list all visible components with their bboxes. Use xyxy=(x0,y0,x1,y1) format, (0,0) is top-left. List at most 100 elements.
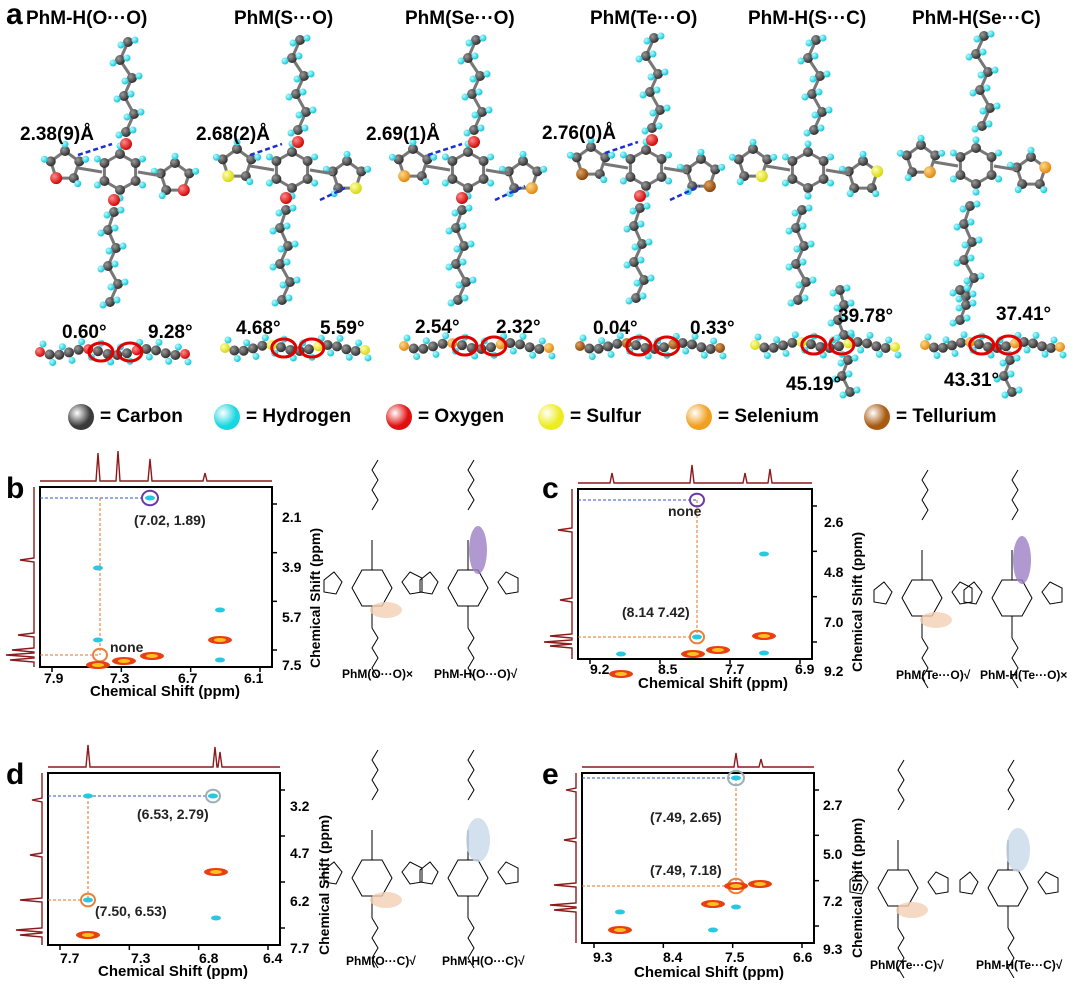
d-struct-1-highlight xyxy=(370,892,402,908)
m1-dn-c3 xyxy=(103,261,113,271)
m4-left-r1 xyxy=(600,152,611,163)
m1-o2 xyxy=(108,194,120,206)
m4-rot-arrow-2 xyxy=(653,335,681,357)
e-xlabel: Chemical Shift (ppm) xyxy=(634,964,785,981)
m3-right-r0 xyxy=(518,156,528,166)
m2-up-c0 xyxy=(293,125,303,135)
m5-s9 xyxy=(834,341,844,352)
c-annot-bottom: (8.14 7.42) xyxy=(622,604,690,620)
e-struct-2-highlight xyxy=(1006,828,1030,872)
m6-right-r0 xyxy=(1026,152,1036,162)
m2-dn-c0 xyxy=(281,205,291,215)
b-struct-1-highlight xyxy=(370,602,402,618)
m6-s4 xyxy=(956,337,966,348)
m4-s3 xyxy=(603,341,613,352)
m5-s3 xyxy=(778,340,788,351)
d-struct-1-ring-right xyxy=(401,861,423,885)
m3-s3 xyxy=(428,341,438,352)
d-peak-4-core xyxy=(210,870,222,874)
m1-core-r5 xyxy=(99,158,110,168)
molecule-title-5: PhM-H(S···C) xyxy=(748,8,867,29)
m3-up-c2 xyxy=(467,89,477,99)
m5-left-r0 xyxy=(748,144,758,154)
m1-left-r4 xyxy=(45,156,56,167)
m5-vert-dn-c0 xyxy=(843,355,853,365)
m1-s4 xyxy=(73,344,84,355)
angle-m6-bottom: 43.31° xyxy=(944,370,1000,391)
m5-s1 xyxy=(759,342,770,353)
b-peak-5-core xyxy=(146,654,158,658)
m4-core-r3 xyxy=(641,181,651,191)
m1-s1 xyxy=(44,349,55,360)
m5-core-r2 xyxy=(818,174,829,184)
e-xtick-1: 9.3 xyxy=(593,949,613,965)
c-circle-bottom xyxy=(689,629,705,645)
m6-core-r1 xyxy=(986,152,997,162)
d-struct-1-benzene xyxy=(351,859,393,897)
e-struct-2-chain-dn xyxy=(1007,927,1015,979)
m3-rot-arrow-1 xyxy=(451,335,479,357)
c-ytick-2: 4.8 xyxy=(824,564,844,580)
b-struct-2-chain-dn xyxy=(467,627,475,679)
b-xtick-4: 6.1 xyxy=(244,670,264,686)
e-ytick-1: 2.7 xyxy=(823,797,843,813)
m6-s12 xyxy=(1028,338,1038,349)
distance-label-1: 2.38(9)Å xyxy=(20,124,94,145)
m6-s0 xyxy=(920,340,930,350)
e-peak-6 xyxy=(708,927,718,933)
b-peak-8 xyxy=(215,607,225,613)
molecule-title-1: PhM-H(O···O) xyxy=(26,8,148,29)
b-peak-1 xyxy=(145,495,155,501)
m6-vert-dn-c0 xyxy=(1005,355,1015,365)
m3-dn-c4 xyxy=(461,277,471,287)
m6-up-c5 xyxy=(979,31,989,41)
d-circle-bottom xyxy=(80,892,96,908)
m6-core-r5 xyxy=(955,152,966,162)
m6-s2 xyxy=(938,342,948,353)
b-struct-2-chain-up xyxy=(467,459,475,511)
d-caption-left: PhM(O···C)√ xyxy=(346,954,416,968)
m5-s13 xyxy=(871,341,882,352)
m3-s0 xyxy=(399,341,409,351)
m5-vert-up-c1 xyxy=(839,300,849,310)
m2-dn-c2 xyxy=(283,241,293,251)
legend-label-2: = Hydrogen xyxy=(246,406,352,427)
m2-s4 xyxy=(257,340,268,351)
m3-left-r4 xyxy=(393,154,404,165)
e-peak-5-core xyxy=(614,928,626,932)
angle-m5-bottom: 45.19° xyxy=(786,374,842,395)
m5-up-c0 xyxy=(809,125,819,135)
m6-vert-dn-c1 xyxy=(999,371,1009,381)
b-ytick-2: 3.9 xyxy=(282,559,302,575)
legend-label-5: = Selenium xyxy=(718,406,819,427)
m1-dn-c2 xyxy=(111,243,121,253)
c-ytick-1: 2.6 xyxy=(824,514,844,530)
d-struct-1-chain-dn xyxy=(371,917,379,969)
m2-up-c5 xyxy=(295,35,305,45)
m2-core-r1 xyxy=(302,156,313,166)
b-xtick-3: 6.7 xyxy=(178,670,198,686)
c-xtick-3: 7.7 xyxy=(725,661,745,677)
d-ytick-4: 7.7 xyxy=(290,940,310,956)
c-struct-1-benzene xyxy=(901,579,943,617)
m2-right-r1 xyxy=(356,166,367,177)
angle-m2-left: 4.68° xyxy=(236,318,281,339)
m1-core-r0 xyxy=(115,149,125,159)
e-struct-2-chain-up xyxy=(1007,759,1015,811)
c-annot-top: none xyxy=(668,503,702,519)
m5-dn-c5 xyxy=(793,295,803,305)
m4-core-r1 xyxy=(656,154,667,164)
m6-vert-up-c2 xyxy=(955,315,965,325)
d-frame xyxy=(47,772,281,946)
m4-core-r4 xyxy=(625,172,636,182)
legend-item-6: = Tellurium xyxy=(864,404,996,430)
b-left-spectrum xyxy=(5,487,35,667)
b-struct-1-ring-right xyxy=(401,571,423,595)
m6-right-het xyxy=(1039,161,1052,174)
e-struct-2-ring-right xyxy=(1037,871,1059,895)
m6-s3 xyxy=(947,340,957,351)
b-struct-2-ring-left xyxy=(419,571,439,595)
m2-dn-c4 xyxy=(285,277,295,287)
e-xtick-2: 8.4 xyxy=(663,949,683,965)
e-peak-3-core xyxy=(754,882,766,886)
